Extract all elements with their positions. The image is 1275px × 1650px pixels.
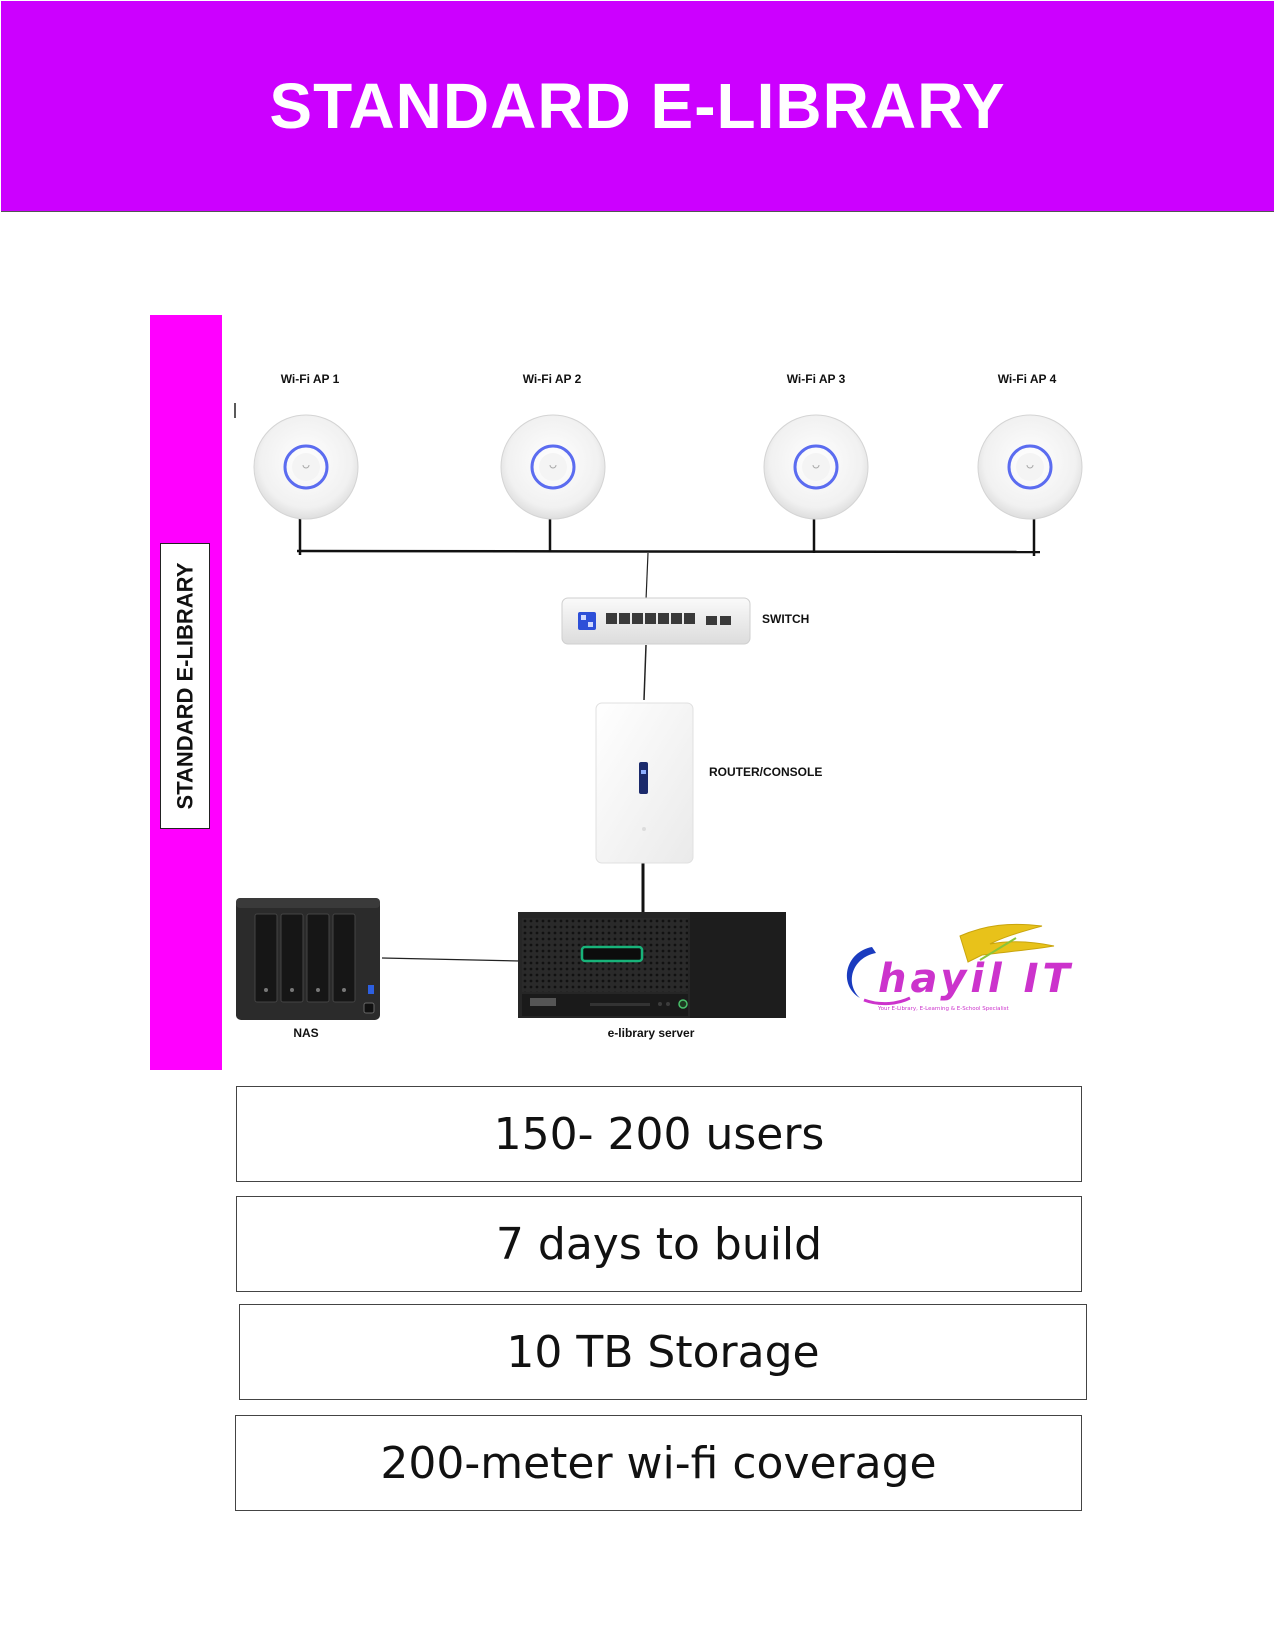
spec-box-build-time: 7 days to build	[236, 1196, 1082, 1292]
router-console	[595, 702, 694, 864]
spec-box-coverage: 200-meter wi-fi coverage	[235, 1415, 1082, 1511]
label-switch: SWITCH	[762, 612, 810, 626]
wifi-ap-4	[977, 414, 1083, 520]
spec-storage: 10 TB Storage	[506, 1326, 820, 1378]
spec-build-time: 7 days to build	[495, 1218, 823, 1270]
network-switch	[561, 597, 751, 645]
ap-ring-icon	[793, 444, 839, 490]
label-ap-2: Wi-Fi AP 2	[522, 372, 582, 386]
page-title: STANDARD E-LIBRARY	[269, 70, 1006, 142]
nas-device	[236, 898, 380, 1020]
chayil-it-logo: hayil IT Your E-Library, E-Learning & E-…	[846, 923, 1074, 1012]
logo-crescent-icon	[846, 947, 876, 998]
label-ap-1: Wi-Fi AP 1	[280, 372, 340, 386]
spec-coverage: 200-meter wi-fi coverage	[380, 1437, 937, 1489]
spec-users: 150- 200 users	[493, 1108, 825, 1160]
ap-bus-lines	[296, 515, 1041, 556]
label-router: ROUTER/CONSOLE	[709, 765, 823, 779]
wifi-ap-3	[763, 414, 869, 520]
side-label-box: STANDARD E-LIBRARY	[160, 543, 210, 829]
wifi-ap-1	[253, 414, 359, 520]
ap-ring-icon	[1007, 444, 1053, 490]
ap-ring-icon	[530, 444, 576, 490]
label-ap-3: Wi-Fi AP 3	[786, 372, 846, 386]
spec-box-storage: 10 TB Storage	[239, 1304, 1087, 1400]
page-header: STANDARD E-LIBRARY	[1, 1, 1274, 212]
link-switch-router	[643, 644, 647, 701]
link-nas-server	[381, 957, 521, 962]
label-nas: NAS	[293, 1026, 319, 1040]
logo-tagline: Your E-Library, E-Learning & E-School Sp…	[877, 1006, 1009, 1012]
label-ap-4: Wi-Fi AP 4	[997, 372, 1057, 386]
wifi-ap-2	[500, 414, 606, 520]
label-server: e-library server	[607, 1026, 695, 1040]
spec-box-users: 150- 200 users	[236, 1086, 1082, 1182]
link-bus-switch	[645, 552, 649, 601]
ap-ring-icon	[283, 444, 329, 490]
elibrary-server	[518, 912, 786, 1018]
logo-text: hayil IT	[878, 956, 1074, 1002]
